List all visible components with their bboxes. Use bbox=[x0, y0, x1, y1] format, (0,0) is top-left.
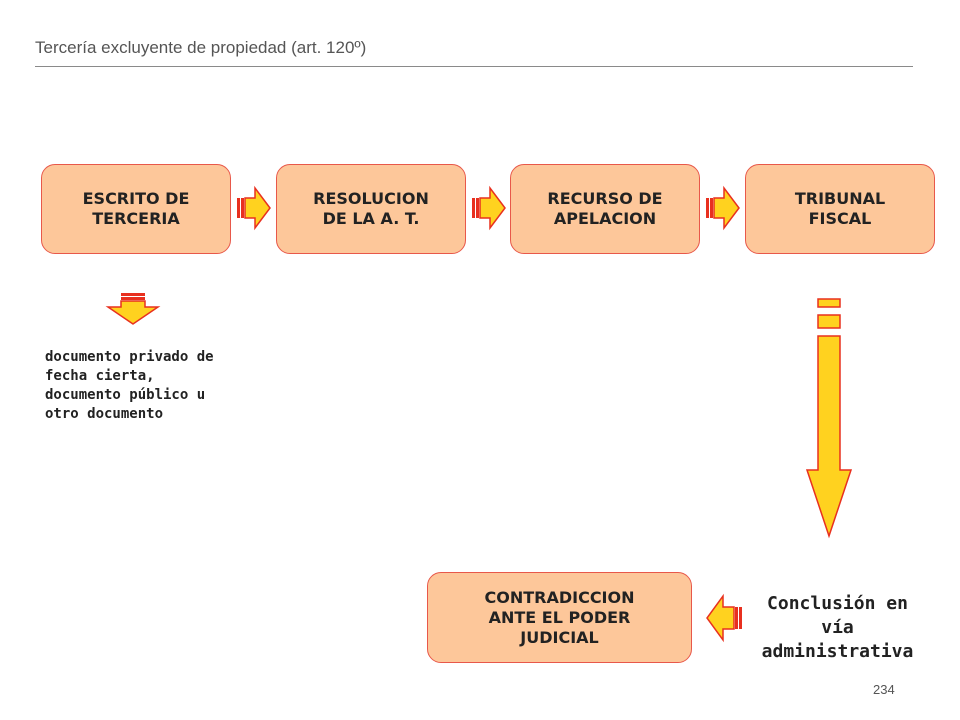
long-down-arrow-icon bbox=[805, 298, 853, 539]
slide-title: Tercería excluyente de propiedad (art. 1… bbox=[35, 38, 367, 57]
conclusion-text: Conclusión en vía administrativa bbox=[761, 593, 914, 662]
final-box-contradiccion: CONTRADICCION ANTE EL PODER JUDICIAL bbox=[427, 572, 692, 663]
document-note: documento privado de fecha cierta, docum… bbox=[45, 349, 214, 422]
left-arrow-icon bbox=[706, 593, 742, 643]
step-box-resolucion: RESOLUCION DE LA A. T. bbox=[276, 164, 466, 254]
down-arrow-icon bbox=[105, 293, 161, 325]
right-arrow-icon bbox=[472, 185, 506, 231]
right-arrow-icon bbox=[237, 185, 271, 231]
step-box-tribunal-fiscal: TRIBUNAL FISCAL bbox=[745, 164, 935, 254]
title-divider bbox=[35, 66, 913, 67]
step-box-escrito-de-terceria: ESCRITO DE TERCERIA bbox=[41, 164, 231, 254]
page-number: 234 bbox=[873, 682, 895, 697]
step-box-recurso-de-apelacion: RECURSO DE APELACION bbox=[510, 164, 700, 254]
right-arrow-icon bbox=[706, 185, 740, 231]
